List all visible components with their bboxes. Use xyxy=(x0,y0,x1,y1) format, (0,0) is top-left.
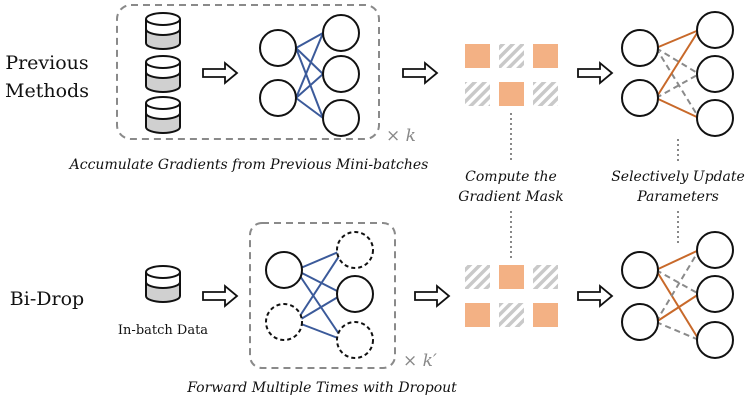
label-bidrop: Bi-Drop xyxy=(10,288,84,310)
caption-accumulate: Accumulate Gradients from Previous Mini-… xyxy=(68,157,429,173)
node xyxy=(621,29,659,67)
node xyxy=(696,99,734,137)
node xyxy=(621,251,659,289)
bottom-network-edges xyxy=(295,249,344,341)
database-icon-inbatch xyxy=(145,265,181,303)
node xyxy=(322,14,360,52)
bottom-updated-network-edges xyxy=(655,249,700,341)
node xyxy=(322,55,360,93)
top-updated-network-nodes xyxy=(621,11,734,137)
node xyxy=(621,79,659,117)
node-dropped xyxy=(336,321,374,359)
bottom-dashed-box xyxy=(249,222,396,369)
node xyxy=(696,275,734,313)
node xyxy=(621,303,659,341)
database-icon-3 xyxy=(145,96,181,134)
label-previous-line1: Previous xyxy=(5,52,88,74)
node-dropped xyxy=(265,303,303,341)
caption-update-line2: Parameters xyxy=(636,189,719,205)
arrow-bottom-3 xyxy=(577,285,613,307)
arrow-top-2 xyxy=(402,62,438,84)
arrow-bottom-2 xyxy=(414,285,450,307)
caption-forward: Forward Multiple Times with Dropout xyxy=(186,380,457,396)
node xyxy=(696,231,734,269)
caption-compute-line2: Gradient Mask xyxy=(458,189,563,205)
caption-inbatch: In-batch Data xyxy=(118,323,208,338)
caption-update-line1: Selectively Update xyxy=(611,169,745,185)
node xyxy=(265,251,303,289)
top-updated-network-edges xyxy=(655,29,700,119)
node xyxy=(696,55,734,93)
arrow-top-3 xyxy=(577,62,613,84)
arrow-bottom-1 xyxy=(202,285,238,307)
caption-compute-line1: Compute the xyxy=(465,169,557,185)
top-network-edges xyxy=(295,32,324,119)
node-dropped xyxy=(336,231,374,269)
node xyxy=(336,275,374,313)
database-icon-2 xyxy=(145,55,181,93)
arrow-top-1 xyxy=(202,62,238,84)
node xyxy=(259,79,297,117)
bottom-updated-network-nodes xyxy=(621,231,734,359)
top-gradient-mask xyxy=(465,44,558,106)
node xyxy=(259,29,297,67)
label-previous-line2: Methods xyxy=(5,80,89,102)
multiplier-k: × k xyxy=(386,126,416,146)
bottom-gradient-mask xyxy=(465,265,558,327)
node xyxy=(696,11,734,49)
bottom-network-nodes xyxy=(265,231,374,359)
node xyxy=(696,321,734,359)
database-icon-1 xyxy=(145,12,181,50)
multiplier-k-prime: × k′ xyxy=(403,351,437,371)
node xyxy=(322,99,360,137)
top-network-nodes xyxy=(259,14,360,137)
